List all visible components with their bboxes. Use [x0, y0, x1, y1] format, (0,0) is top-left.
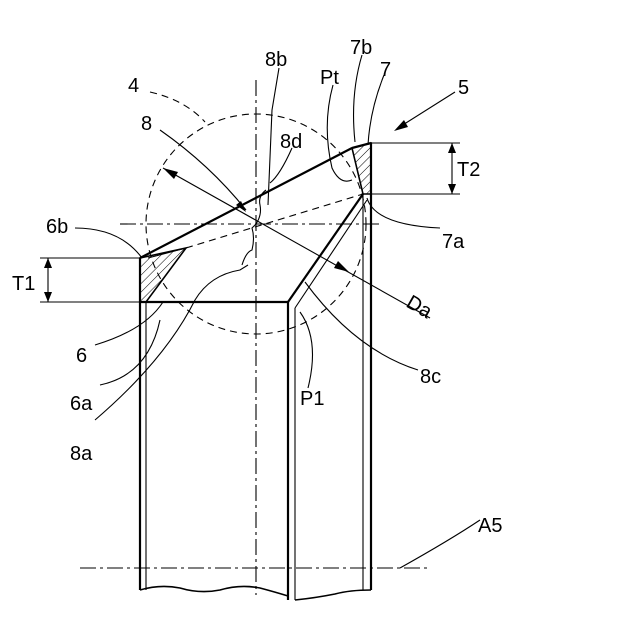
label-a5: A5: [478, 515, 502, 537]
label-t1: T1: [12, 273, 35, 295]
label-8: 8: [141, 113, 152, 135]
label-7: 7: [380, 59, 391, 81]
seat-member-7: [352, 143, 371, 194]
label-6: 6: [76, 345, 87, 367]
label-4: 4: [128, 75, 139, 97]
label-8b: 8b: [265, 49, 287, 71]
t2-dimension: [371, 143, 460, 194]
label-p1: P1: [300, 388, 324, 410]
label-t2: T2: [457, 159, 480, 181]
label-8d: 8d: [280, 131, 302, 153]
contact-curve-8b: [256, 190, 266, 224]
label-6b: 6b: [46, 216, 68, 238]
upper-slant-face: [140, 148, 352, 258]
label-7b: 7b: [350, 37, 372, 59]
lower-slant-face: [288, 194, 363, 302]
t1-dimension: [40, 258, 140, 302]
label-pt: Pt: [320, 67, 339, 89]
seat-member-6: [140, 248, 186, 302]
label-6a: 6a: [70, 393, 93, 415]
arrow-5: [394, 92, 455, 131]
label-da: Da: [403, 291, 437, 323]
label-7a: 7a: [442, 231, 465, 253]
label-5: 5: [458, 77, 469, 99]
label-8a: 8a: [70, 443, 93, 465]
label-8c: 8c: [420, 366, 441, 388]
